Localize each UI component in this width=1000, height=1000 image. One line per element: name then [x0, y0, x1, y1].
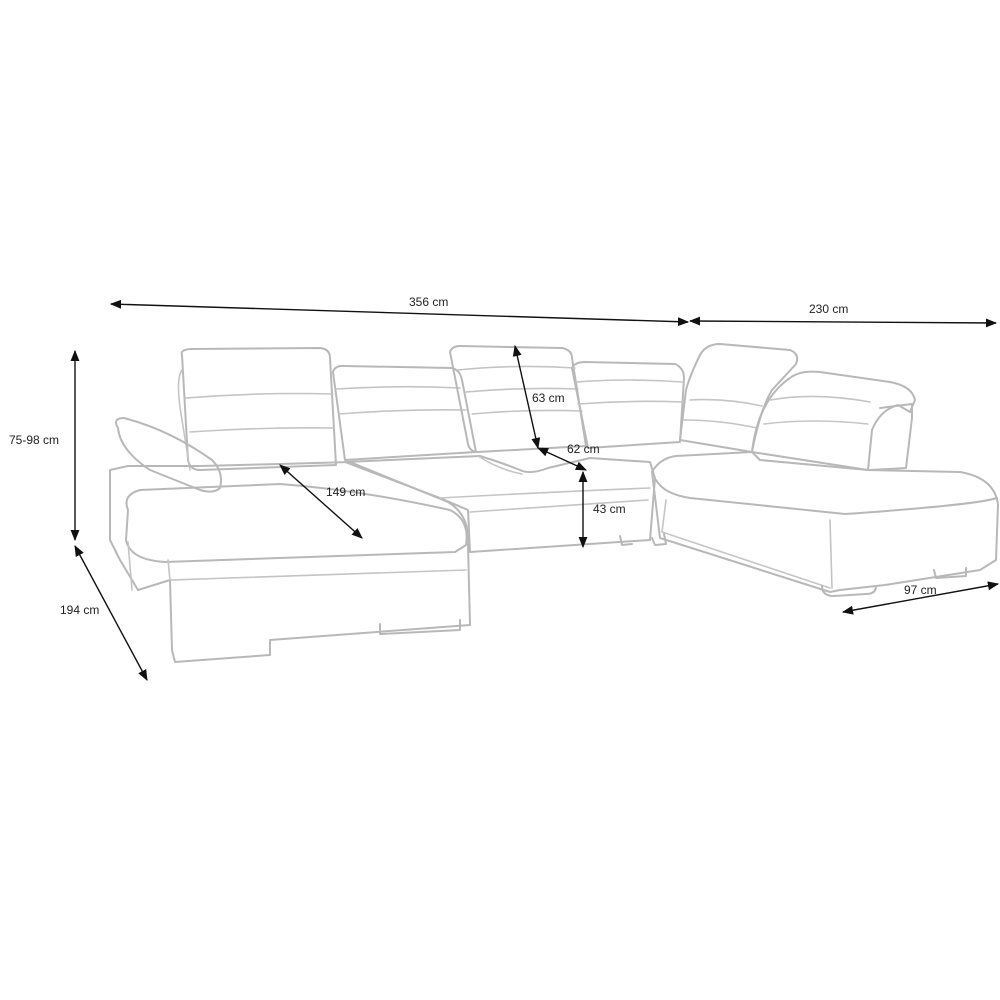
left-armrest — [115, 417, 222, 493]
label-97: 97 cm — [904, 583, 937, 597]
dimension-labels: 356 cm 230 cm 75-98 cm 194 cm 149 cm 63 … — [9, 295, 937, 617]
left-chaise — [109, 461, 471, 663]
dimension-line-194 — [74, 545, 148, 681]
label-height: 75-98 cm — [9, 433, 59, 447]
label-230: 230 cm — [809, 302, 848, 316]
dimension-line-230 — [688, 316, 998, 328]
label-149: 149 cm — [326, 485, 365, 499]
right-back-cushion — [751, 370, 916, 471]
label-194: 194 cm — [60, 603, 99, 617]
center-right-back-cushion — [571, 361, 685, 449]
left-back-cushion — [177, 347, 337, 471]
dimension-line-97 — [841, 581, 1000, 615]
dimension-lines — [70, 299, 1000, 681]
label-63: 63 cm — [532, 391, 565, 405]
dimension-line-63 — [512, 344, 541, 450]
dimension-line-356 — [109, 299, 690, 327]
right-chaise — [651, 451, 999, 597]
middle-seat — [344, 455, 667, 553]
label-356: 356 cm — [409, 295, 448, 309]
label-62: 62 cm — [567, 442, 600, 456]
center-left-back-cushion — [332, 364, 477, 461]
label-43: 43 cm — [593, 502, 626, 516]
dimension-line-62 — [536, 447, 588, 471]
dimension-line-149 — [279, 464, 363, 539]
